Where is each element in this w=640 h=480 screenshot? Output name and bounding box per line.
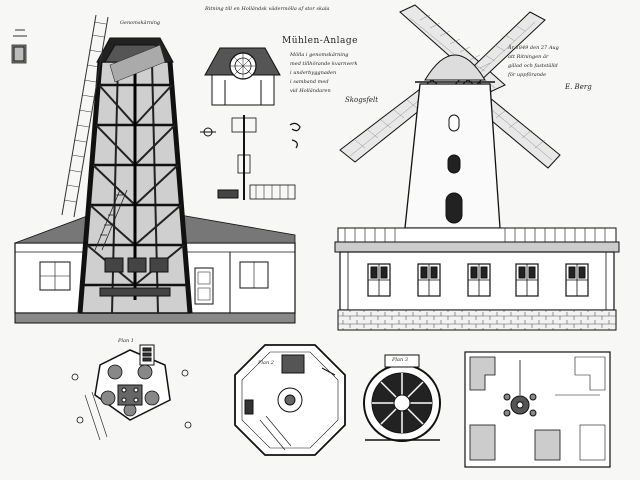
plan-3: [363, 354, 441, 442]
center-text-block: Mölla i genomskärning med tillhörande kv…: [290, 52, 358, 94]
plan-1-label: Plan 1: [118, 338, 134, 344]
right-text-block: År 1849 den 27 Aug att Ritningen är gill…: [508, 45, 559, 78]
center-line-4: i samband med: [290, 79, 329, 85]
right-line-2: att Ritningen är: [508, 54, 549, 60]
center-line-3: i underbyggnaden: [290, 70, 337, 76]
right-line-1: År 1849 den 27 Aug: [508, 45, 559, 51]
site-plan: [464, 351, 611, 468]
right-signature: E. Berg: [565, 83, 592, 91]
center-signature: Skogsfelt: [345, 96, 379, 104]
plan-3-label: Plan 3: [392, 357, 408, 363]
center-line-1: Mölla i genomskärning: [290, 52, 349, 58]
section-elevation: [11, 14, 296, 324]
right-line-4: för uppförande: [508, 72, 547, 78]
header-note: Ritning till en Holländsk vädermölla af …: [205, 6, 330, 12]
sheet-title: Mühlen-Anlage: [282, 36, 358, 46]
gear-detail: [200, 115, 301, 200]
center-line-5: vid Holländaren: [290, 88, 331, 94]
cap-section-detail: [204, 47, 281, 106]
plan-1: [71, 344, 192, 441]
right-line-3: gillad och fastställd: [508, 63, 558, 69]
section-caption: Genomskärning: [120, 20, 161, 26]
plan-2: [234, 344, 346, 456]
center-line-2: med tillhörande kvarnverk: [290, 61, 358, 67]
exterior-elevation: [334, 4, 620, 331]
plan-2-label: Plan 2: [258, 360, 274, 366]
